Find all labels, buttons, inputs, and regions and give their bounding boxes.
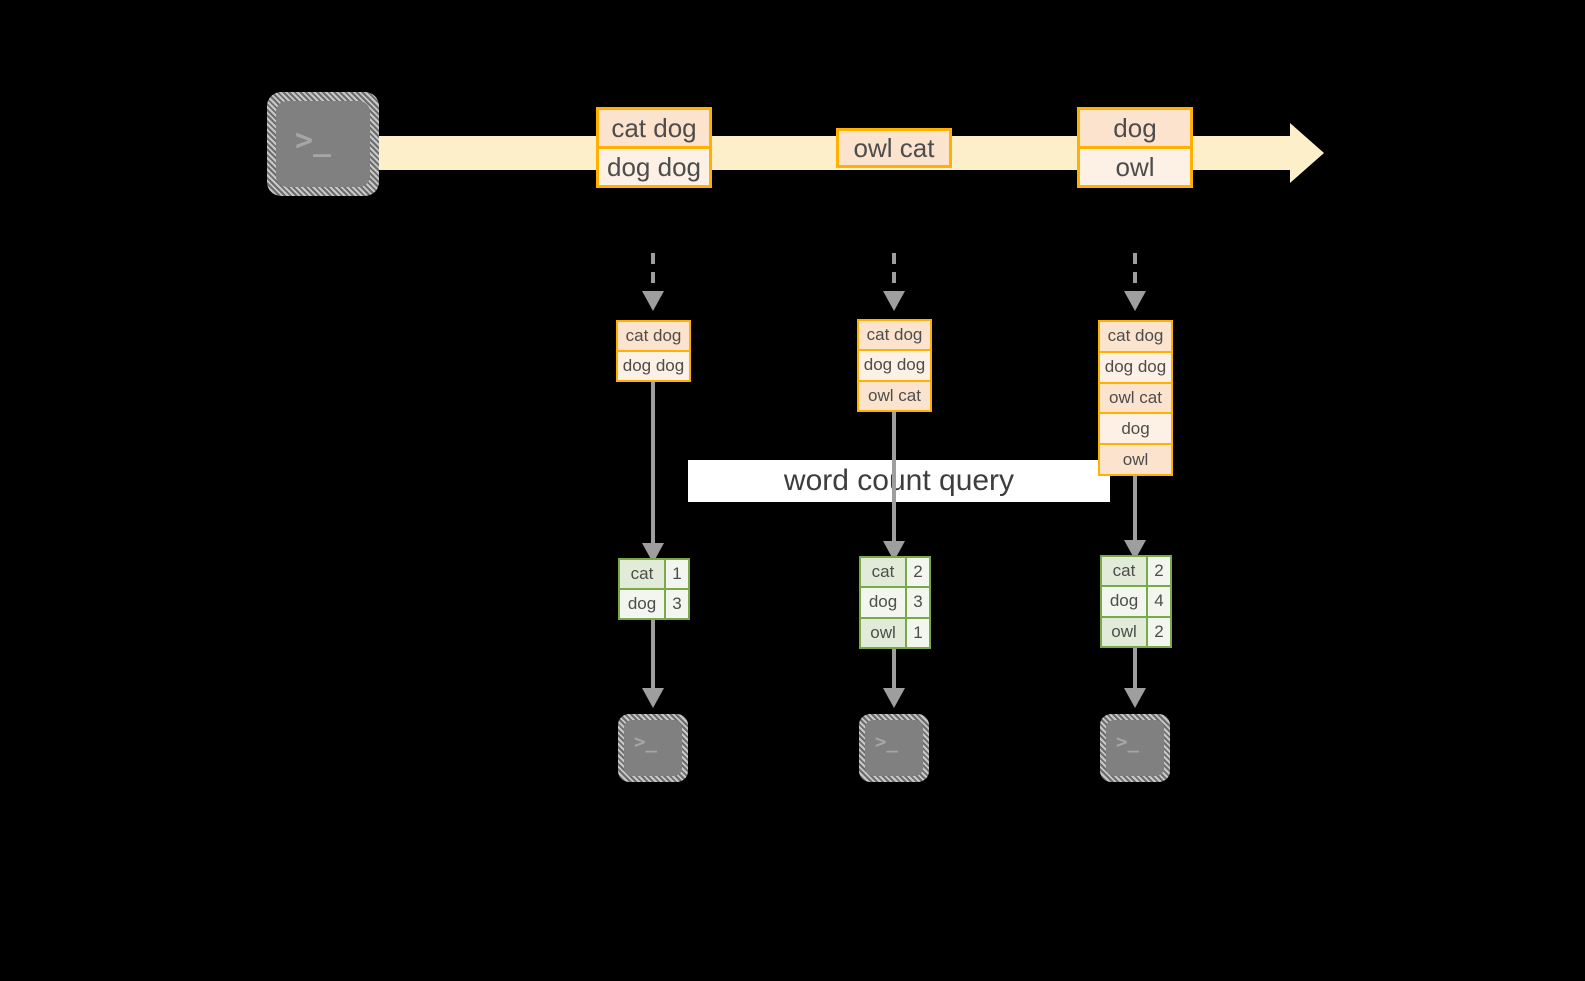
- count-cell: 3: [664, 590, 688, 618]
- query-banner-label: word count query: [783, 464, 1015, 497]
- count-cell: 2: [905, 558, 929, 587]
- snapshot-line: owl cat: [859, 379, 930, 410]
- terminal-body: [1106, 720, 1164, 776]
- snapshot-line: dog dog: [859, 349, 930, 380]
- snapshot-dashed-arrowhead-3: [1124, 291, 1146, 311]
- result-table-2[interactable]: cat 2 dog 3 owl 1: [859, 556, 931, 649]
- snapshot-line: cat dog: [618, 322, 689, 350]
- word-cell: owl: [1102, 617, 1146, 646]
- terminal-prompt-glyph: >_: [295, 123, 332, 158]
- snapshot-box-1[interactable]: cat dog dog dog: [616, 320, 691, 382]
- snapshot-line: cat dog: [859, 321, 930, 350]
- count-cell: 4: [1146, 587, 1170, 616]
- query-connector-overlay-2: [892, 460, 896, 502]
- stream-event-line: owl cat: [839, 131, 949, 165]
- count-cell: 2: [1146, 557, 1170, 586]
- terminal-prompt-glyph: >_: [634, 731, 657, 753]
- count-cell: 3: [905, 588, 929, 617]
- word-cell: cat: [861, 558, 905, 587]
- query-banner: word count query: [688, 460, 1110, 502]
- terminal-body: [276, 101, 370, 187]
- table-row: owl 1: [861, 616, 929, 647]
- table-row: dog 4: [1102, 585, 1170, 616]
- result-table-1[interactable]: cat 1 dog 3: [618, 558, 690, 620]
- sink-terminal-icon-3[interactable]: >_: [1100, 714, 1170, 782]
- sink-arrowhead-2: [883, 688, 905, 708]
- snapshot-line: dog dog: [1100, 350, 1171, 382]
- stream-event-box-3[interactable]: dog owl: [1077, 107, 1193, 188]
- sink-connector-line-3: [1133, 648, 1137, 688]
- stream-event-box-2[interactable]: owl cat: [836, 128, 952, 168]
- stream-event-line: owl: [1080, 146, 1190, 185]
- query-connector-overlay-3: [1133, 476, 1137, 502]
- terminal-body: [865, 720, 923, 776]
- table-row: cat 2: [1102, 557, 1170, 586]
- word-cell: dog: [861, 588, 905, 617]
- terminal-body: [624, 720, 682, 776]
- sink-arrowhead-3: [1124, 688, 1146, 708]
- stream-event-line: dog dog: [599, 146, 709, 185]
- snapshot-dashed-arrowhead-2: [883, 291, 905, 311]
- terminal-prompt-glyph: >_: [1116, 731, 1139, 753]
- sink-terminal-icon-2[interactable]: >_: [859, 714, 929, 782]
- snapshot-line: dog dog: [618, 350, 689, 380]
- stream-event-box-1[interactable]: cat dog dog dog: [596, 107, 712, 188]
- snapshot-dashed-connector-1: [651, 253, 655, 291]
- table-row: cat 2: [861, 558, 929, 587]
- stream-event-line: cat dog: [599, 110, 709, 146]
- snapshot-line: owl cat: [1100, 381, 1171, 413]
- table-row: dog 3: [620, 588, 688, 618]
- word-cell: cat: [620, 560, 664, 588]
- sink-connector-line-1: [651, 620, 655, 688]
- sink-terminal-icon-1[interactable]: >_: [618, 714, 688, 782]
- snapshot-dashed-connector-2: [892, 253, 896, 291]
- word-cell: cat: [1102, 557, 1146, 586]
- count-cell: 1: [905, 618, 929, 647]
- count-cell: 1: [664, 560, 688, 588]
- stream-arrowhead: [1290, 123, 1324, 183]
- snapshot-line: dog: [1100, 412, 1171, 444]
- query-connector-line-3: [1133, 476, 1137, 543]
- terminal-prompt-glyph: >_: [875, 731, 898, 753]
- table-row: dog 3: [861, 586, 929, 617]
- query-connector-line-1: [651, 382, 655, 543]
- snapshot-box-3[interactable]: cat dog dog dog owl cat dog owl: [1098, 320, 1173, 476]
- sink-connector-line-2: [892, 649, 896, 688]
- snapshot-box-2[interactable]: cat dog dog dog owl cat: [857, 319, 932, 412]
- snapshot-line: cat dog: [1100, 322, 1171, 351]
- table-row: cat 1: [620, 560, 688, 588]
- result-table-3[interactable]: cat 2 dog 4 owl 2: [1100, 555, 1172, 648]
- snapshot-dashed-arrowhead-1: [642, 291, 664, 311]
- count-cell: 2: [1146, 617, 1170, 646]
- source-terminal-icon[interactable]: >_: [267, 92, 379, 196]
- sink-arrowhead-1: [642, 688, 664, 708]
- snapshot-dashed-connector-3: [1133, 253, 1137, 291]
- snapshot-line: owl: [1100, 443, 1171, 474]
- word-cell: owl: [861, 618, 905, 647]
- table-row: owl 2: [1102, 615, 1170, 646]
- stream-event-line: dog: [1080, 110, 1190, 146]
- word-cell: dog: [1102, 587, 1146, 616]
- word-cell: dog: [620, 590, 664, 618]
